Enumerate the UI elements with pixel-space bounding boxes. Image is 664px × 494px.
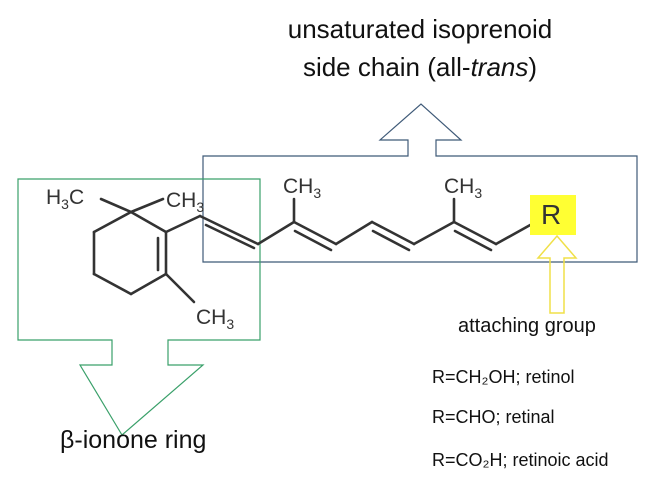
side-chain-title-line2: side chain (all-trans) — [215, 52, 625, 83]
title-suffix: ) — [528, 52, 538, 82]
title-prefix: side chain (all- — [302, 52, 471, 82]
ch3-ring-top-label: CH3 — [166, 189, 204, 215]
chain-bonds — [198, 197, 534, 252]
ch3-chain-2-label: CH3 — [444, 175, 482, 201]
attaching-group-label: attaching group — [458, 315, 596, 337]
ch3-ring-bottom-label: CH3 — [196, 306, 234, 332]
title-italic-trans: trans — [470, 52, 529, 82]
r-definition-retinoic-acid: R=CO₂H; retinoic acid — [432, 450, 609, 470]
beta-ionone-ring-label: β-ionone ring — [60, 426, 207, 454]
r-definition-retinol: R=CH₂OH; retinol — [432, 367, 575, 387]
attaching-group-arrow — [536, 234, 578, 314]
ch3-chain-1-label: CH3 — [283, 175, 321, 201]
r-group-highlight — [530, 195, 576, 235]
ring-box — [17, 178, 261, 436]
r-group-label: R — [541, 199, 562, 230]
h3c-left-label: H3C — [46, 186, 84, 212]
side-chain-title-line1: unsaturated isoprenoid — [287, 14, 553, 44]
r-definition-retinal: R=CHO; retinal — [432, 407, 555, 427]
ring-bonds — [92, 197, 202, 304]
